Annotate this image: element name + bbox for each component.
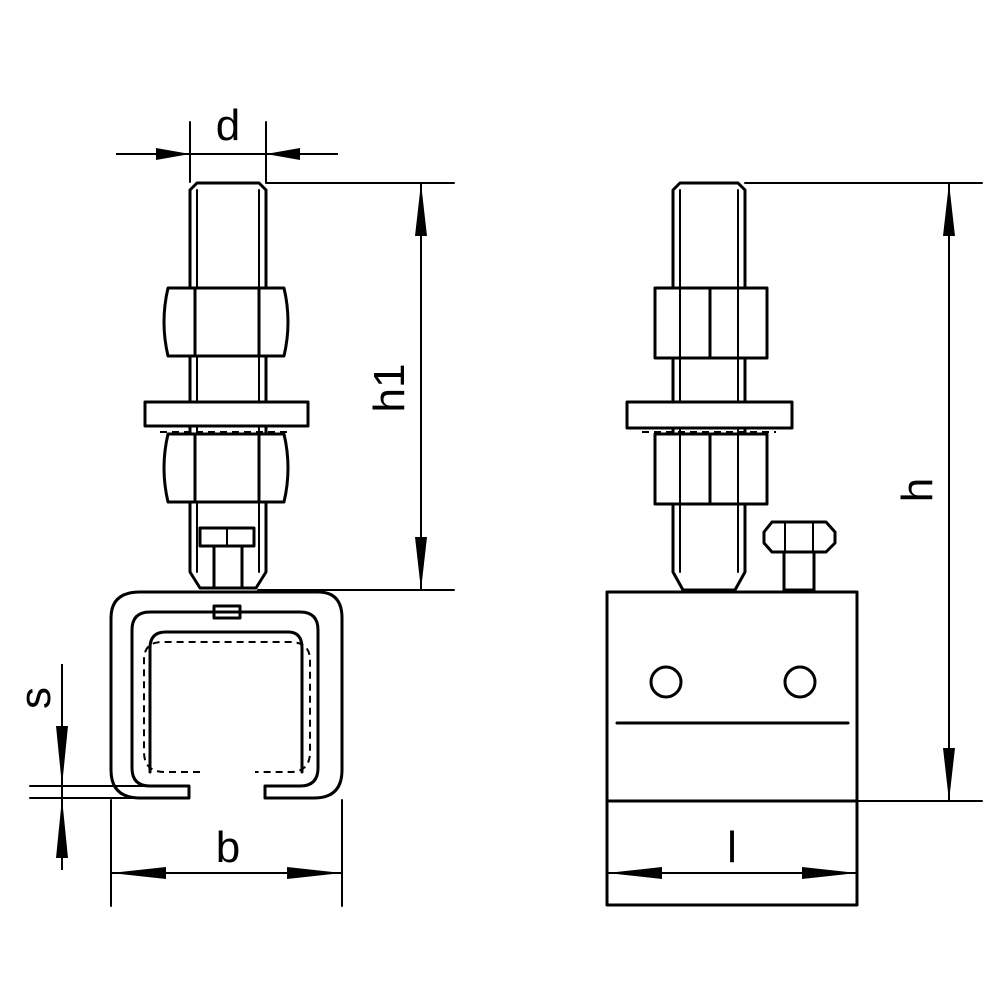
label-h: h: [893, 478, 942, 502]
dimension-d: d: [116, 101, 338, 183]
dimension-s: s: [11, 664, 190, 870]
rivet-left: [649, 665, 683, 699]
trolley-block: [605, 590, 859, 907]
washer-side: [625, 400, 794, 430]
set-screw-side: [762, 520, 837, 592]
dimension-h: h: [744, 182, 983, 802]
label-b: b: [216, 823, 240, 872]
washer-front: [143, 400, 310, 428]
threaded-rod-side: [671, 181, 747, 592]
dimension-b: b: [110, 799, 343, 907]
set-screw-front: [198, 526, 256, 590]
side-view: h l: [605, 181, 983, 907]
label-s: s: [11, 687, 60, 709]
upper-nut-side: [653, 286, 769, 360]
dimension-h1: h1: [257, 182, 455, 591]
dimension-l: l: [607, 823, 857, 879]
threaded-rod-front: [188, 181, 268, 590]
label-h1: h1: [365, 364, 414, 413]
lower-nut-side: [653, 432, 769, 506]
c-rail-profile: [109, 590, 344, 800]
rivet-right: [783, 665, 817, 699]
front-view: d h1 s b: [11, 101, 455, 907]
upper-nut-front: [162, 286, 290, 358]
label-l: l: [727, 823, 737, 872]
lower-nut-front: [162, 432, 290, 504]
label-d: d: [216, 101, 240, 150]
